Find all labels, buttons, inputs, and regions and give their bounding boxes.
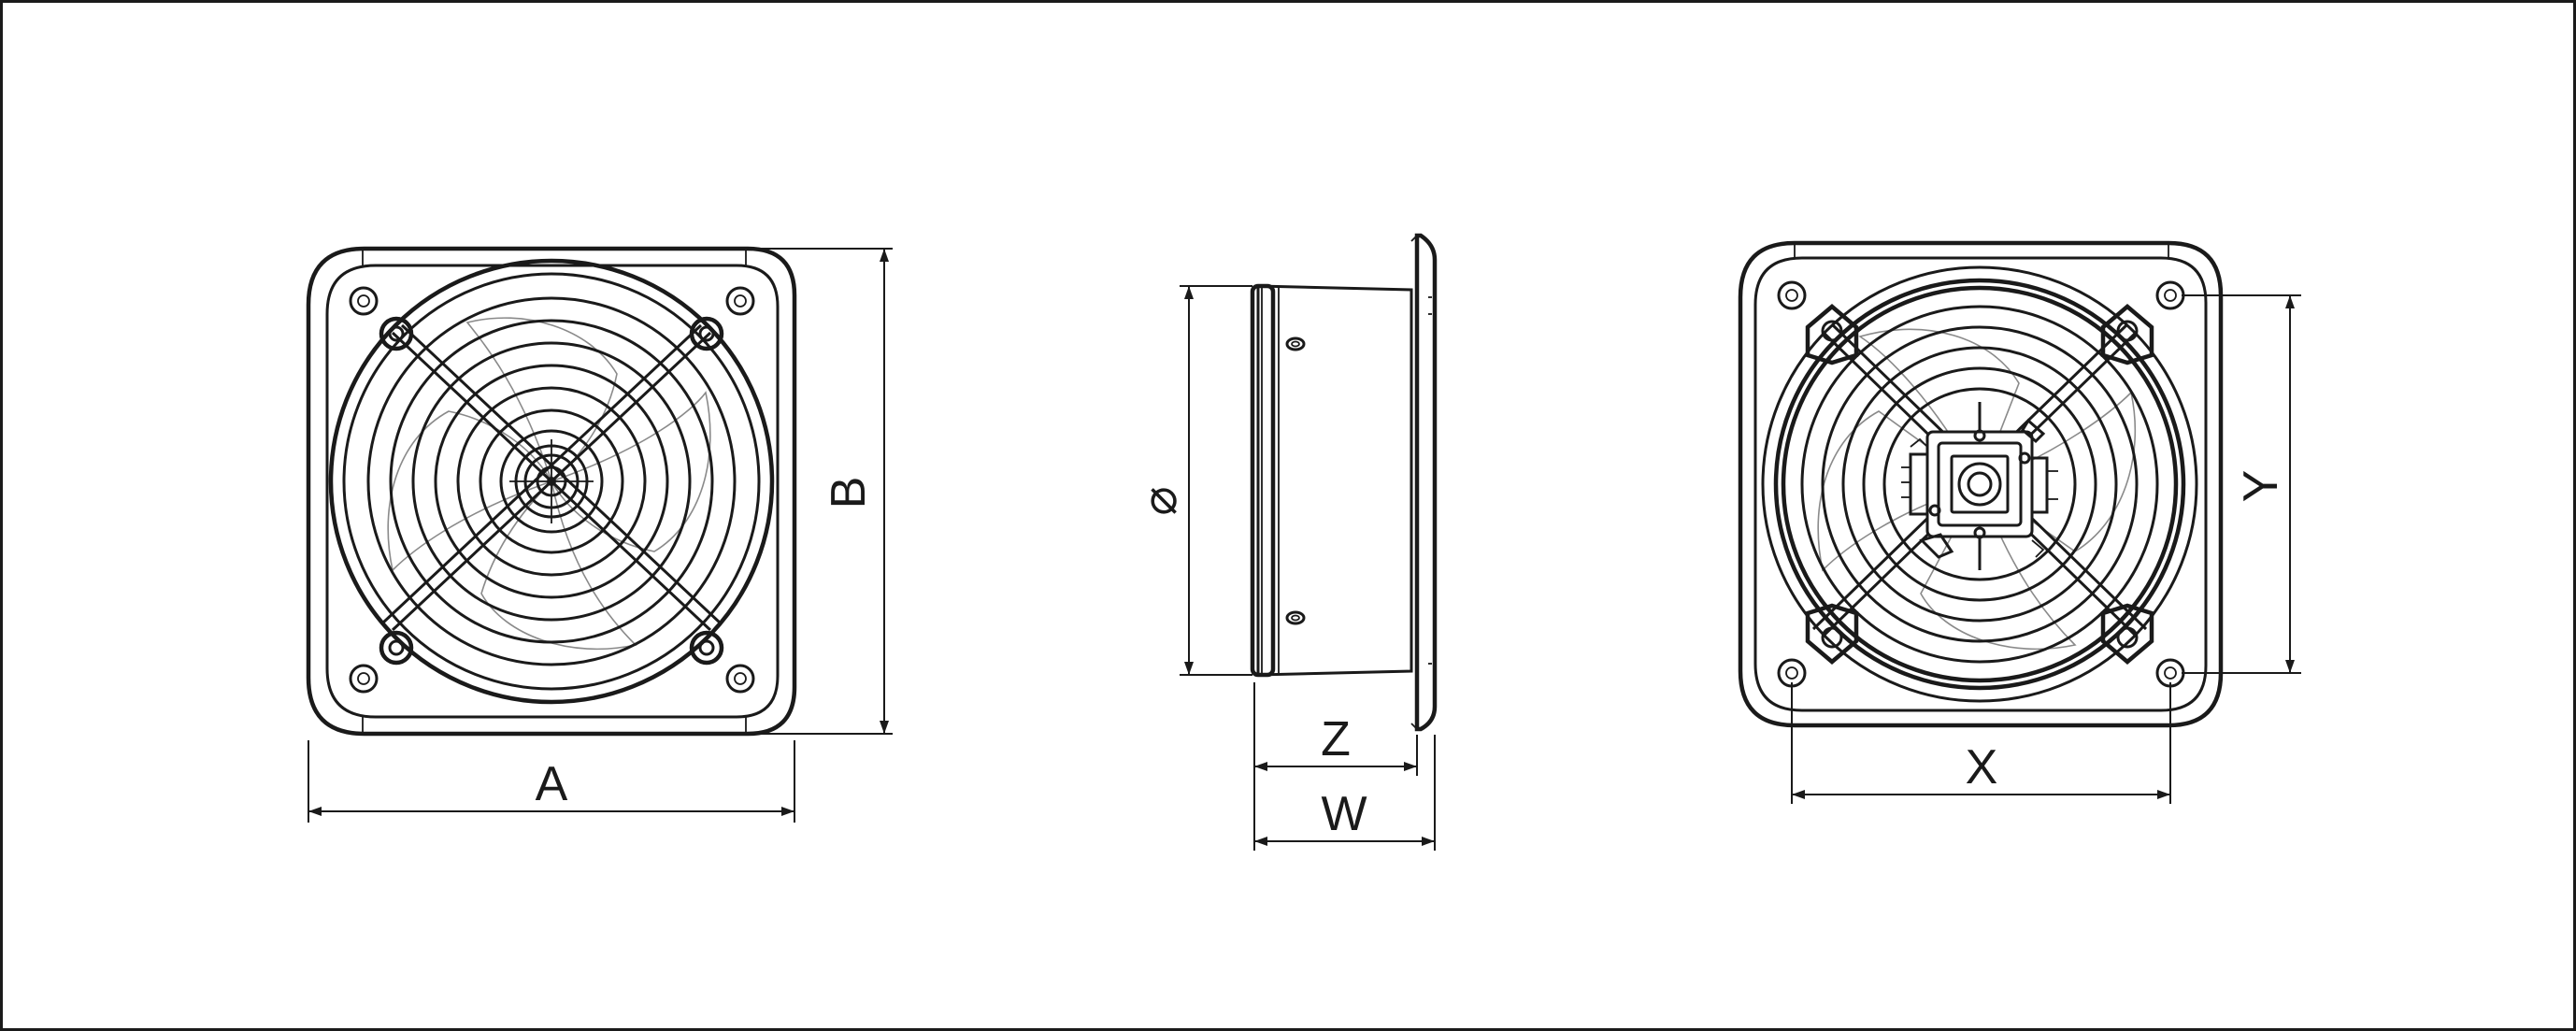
side-inlet-ring bbox=[1250, 283, 1276, 678]
dimension-label-b: B bbox=[822, 477, 876, 509]
front-grille bbox=[328, 258, 775, 705]
dimension-x: X bbox=[1791, 682, 2171, 804]
side-body bbox=[1256, 284, 1413, 677]
side-flange bbox=[1414, 233, 1438, 732]
dimension-label-diameter: ⌀ bbox=[1133, 486, 1187, 515]
front-grille-clips bbox=[379, 316, 724, 666]
dimension-w: W bbox=[1254, 735, 1436, 851]
front-mounting-holes bbox=[349, 286, 755, 694]
dimension-z: Z bbox=[1253, 682, 1418, 851]
rear-view: X Y bbox=[1738, 240, 2301, 804]
rear-motor bbox=[1901, 402, 2058, 570]
dimension-label-a: A bbox=[536, 757, 568, 811]
front-outer-plate bbox=[306, 246, 797, 737]
side-bolts bbox=[1285, 337, 1306, 625]
front-view: A B bbox=[306, 246, 893, 823]
dimension-b: B bbox=[753, 248, 893, 735]
dimension-label-x: X bbox=[1966, 740, 1998, 795]
rear-grille-clips bbox=[1805, 304, 2154, 665]
rear-inner-plate bbox=[1753, 256, 2208, 712]
front-hub bbox=[523, 453, 580, 509]
front-inner-plate bbox=[325, 264, 780, 719]
dimension-label-w: W bbox=[1321, 787, 1367, 841]
side-view: ⌀ Z W bbox=[1133, 233, 1438, 851]
dimension-diameter: ⌀ bbox=[1133, 285, 1252, 676]
dimension-y: Y bbox=[2182, 294, 2301, 674]
dimension-label-z: Z bbox=[1321, 712, 1351, 766]
dimension-label-y: Y bbox=[2234, 470, 2288, 503]
dimension-a: A bbox=[308, 740, 795, 823]
rear-outer-plate bbox=[1738, 240, 2224, 728]
